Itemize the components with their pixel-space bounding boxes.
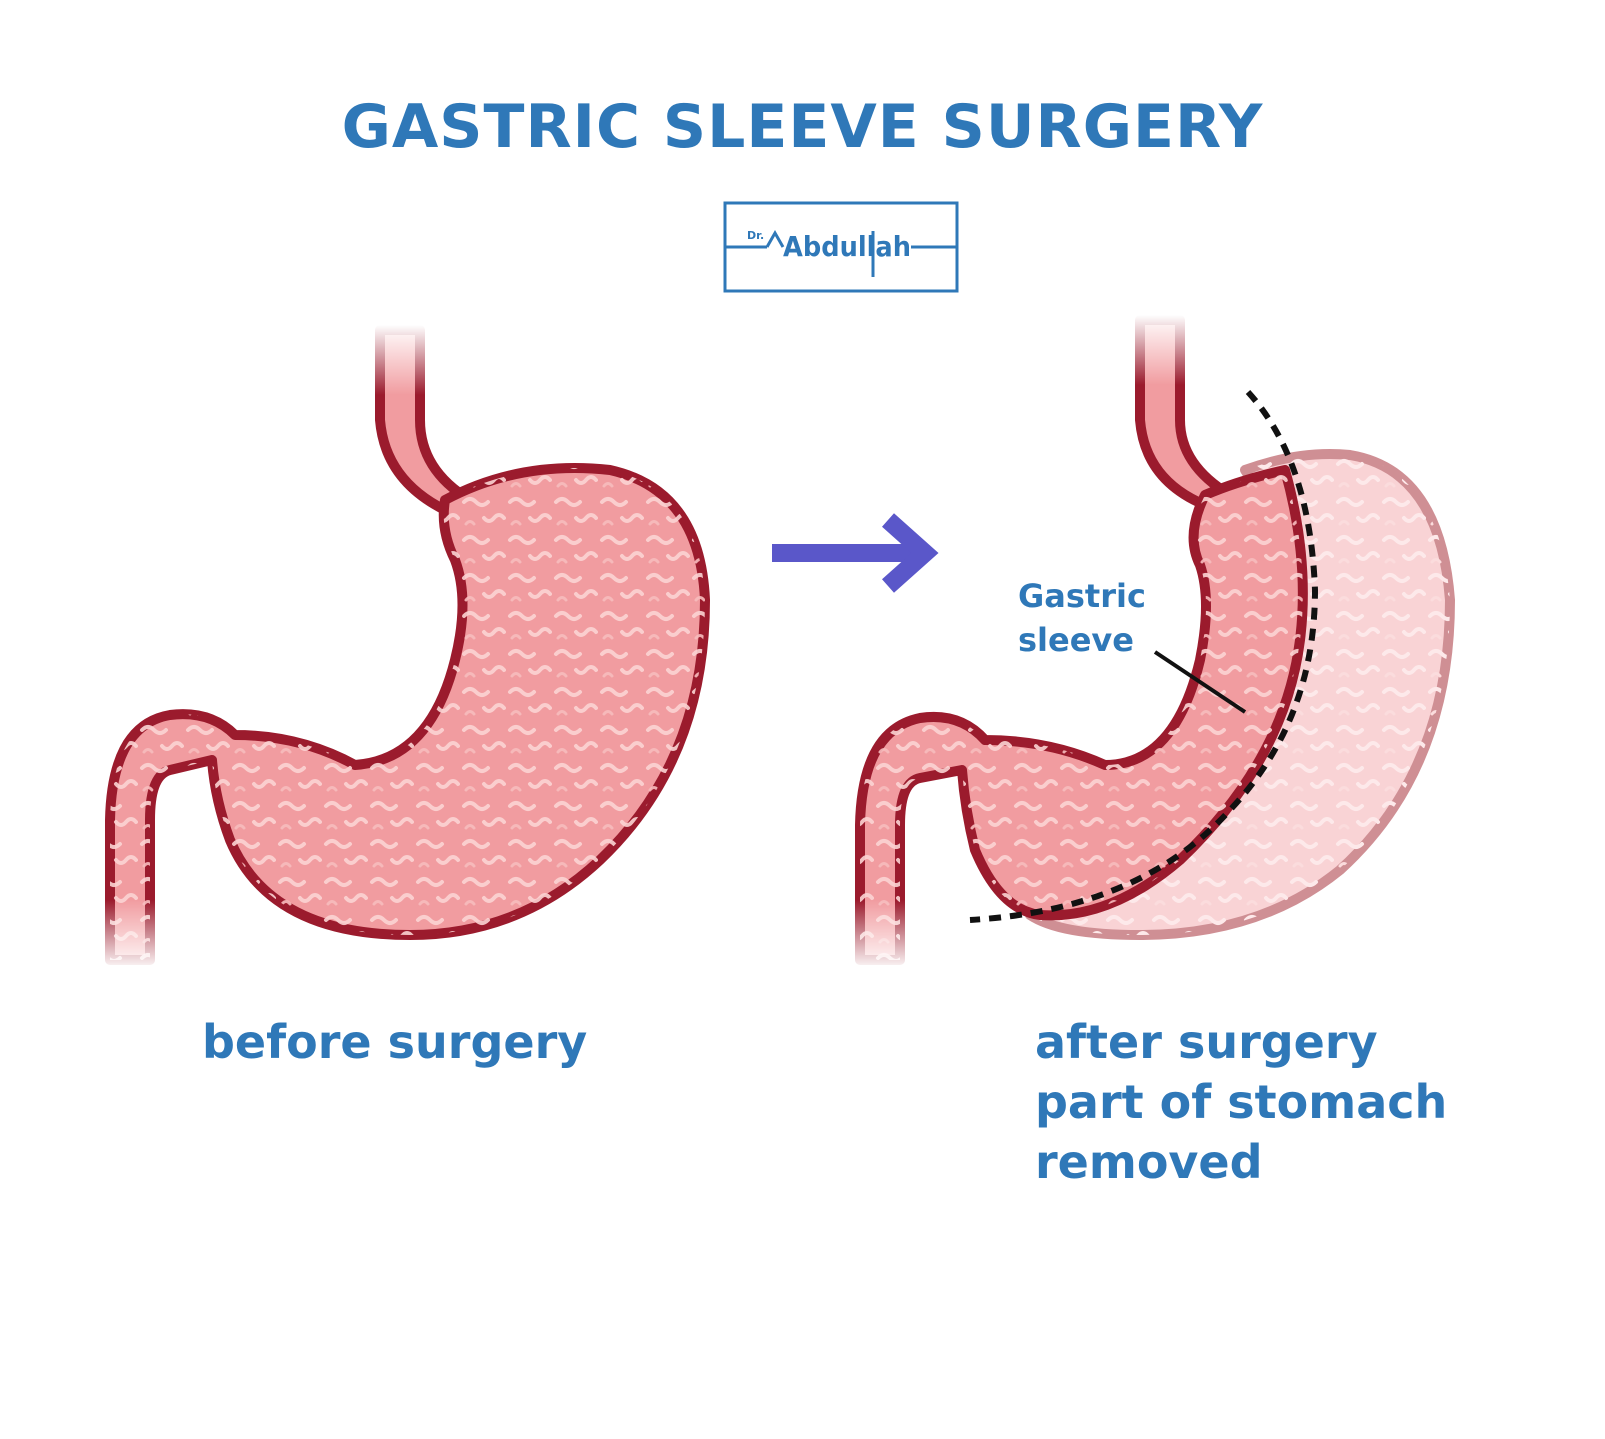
logo: Dr. Abdullah — [723, 201, 959, 293]
caption-before-surgery: before surgery — [202, 1015, 588, 1069]
gastric-sleeve-label: Gastric sleeve — [1018, 574, 1146, 662]
caption-after-line-2: part of stomach — [1035, 1075, 1448, 1129]
stomach-before — [95, 325, 710, 970]
sleeve-pointer-line — [1153, 650, 1247, 714]
cut-line — [969, 389, 1319, 923]
stomach-after — [845, 315, 1455, 970]
caption-after-surgery: after surgery part of stomach removed — [1035, 1012, 1447, 1192]
logo-name: Abdullah — [783, 230, 911, 263]
caption-after-line-1: after surgery — [1035, 1015, 1378, 1069]
logo-prefix: Dr. — [747, 229, 764, 242]
right-arrow-icon — [772, 513, 939, 593]
caption-after-line-3: removed — [1035, 1135, 1263, 1189]
page-title: GASTRIC SLEEVE SURGERY — [341, 92, 1264, 162]
sleeve-label-line-2: sleeve — [1018, 621, 1134, 659]
sleeve-label-line-1: Gastric — [1018, 577, 1146, 615]
